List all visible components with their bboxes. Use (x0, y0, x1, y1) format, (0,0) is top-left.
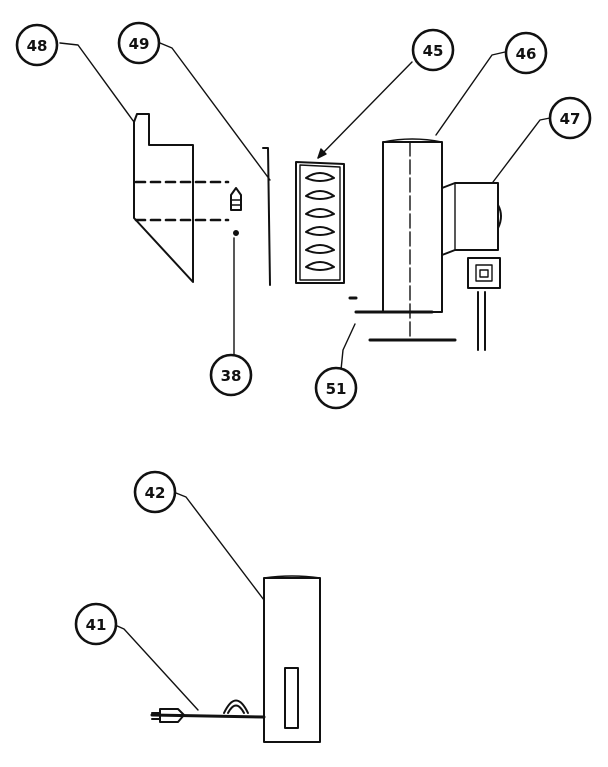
part-42-control-box (263, 575, 321, 743)
part-49-plate (262, 147, 271, 286)
svg-text:51: 51 (326, 380, 347, 398)
svg-text:47: 47 (560, 110, 581, 128)
leader-46 (435, 51, 506, 136)
part-38-screw (230, 187, 242, 236)
svg-text:49: 49 (129, 35, 150, 53)
callout-45: 45 (411, 28, 455, 72)
svg-text:48: 48 (27, 37, 48, 55)
leader-45-arrow (317, 148, 327, 159)
leader-45 (317, 61, 413, 159)
leader-47 (492, 117, 551, 183)
part-41-cord (150, 699, 266, 723)
leader-lines (59, 42, 551, 711)
part-46-housing (348, 138, 457, 342)
callout-42: 42 (133, 470, 177, 514)
callout-41: 41 (74, 602, 118, 646)
svg-text:38: 38 (221, 367, 242, 385)
part-45-grille (295, 161, 345, 284)
callout-46: 46 (504, 31, 548, 75)
leader-49 (159, 42, 271, 181)
part-48-bracket (133, 113, 230, 283)
leader-51 (340, 323, 356, 371)
callout-49: 49 (117, 21, 161, 65)
leader-41 (114, 624, 199, 711)
svg-text:45: 45 (423, 42, 444, 60)
svg-text:41: 41 (86, 616, 107, 634)
svg-text:42: 42 (145, 484, 166, 502)
svg-text:46: 46 (516, 45, 537, 63)
callout-47: 47 (548, 96, 592, 140)
callout-48: 48 (15, 23, 59, 67)
part-47-motor (441, 182, 502, 351)
callout-38: 38 (209, 353, 253, 397)
callout-51: 51 (314, 366, 358, 410)
leader-48 (59, 42, 135, 123)
leader-42 (175, 492, 265, 601)
